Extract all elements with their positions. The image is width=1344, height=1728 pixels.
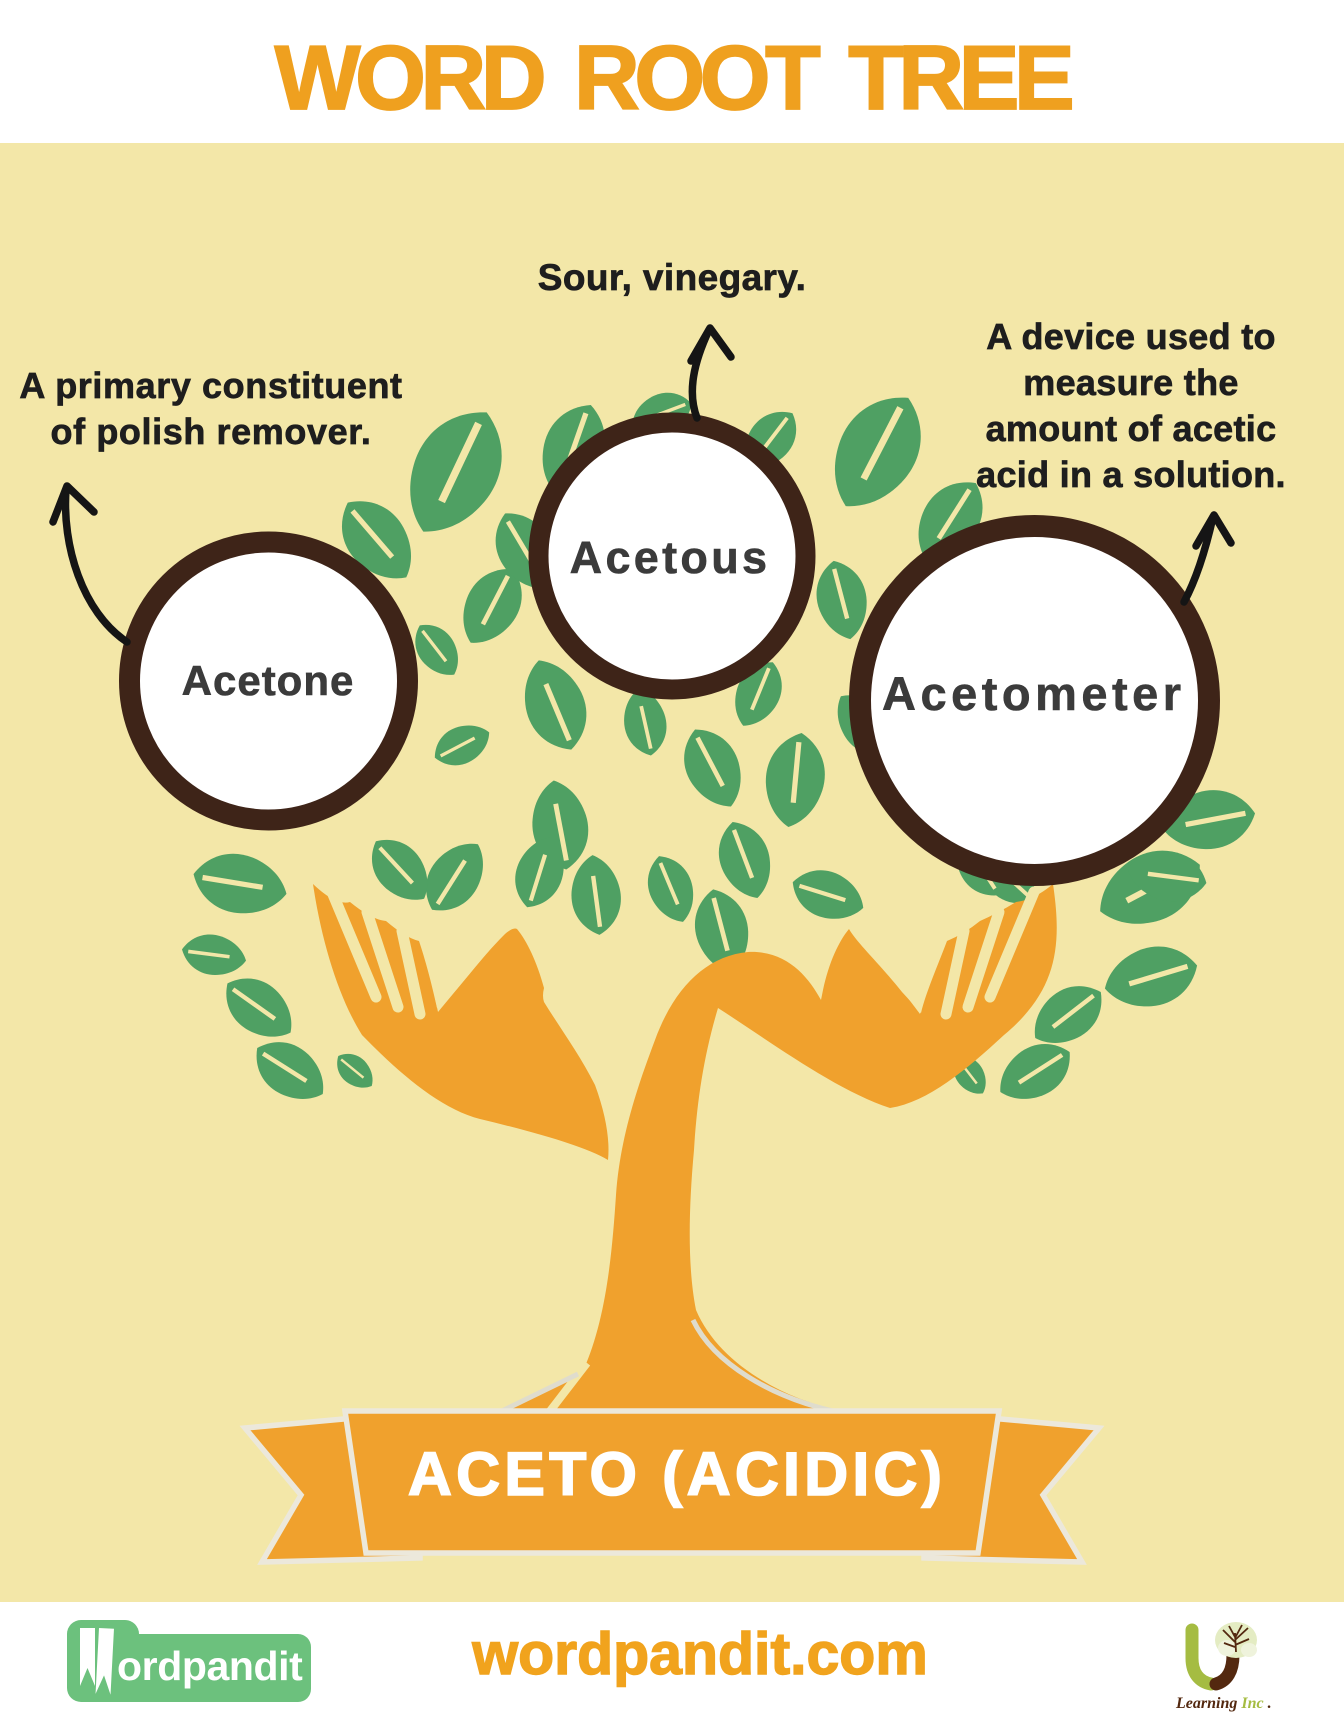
svg-text:ordpandit: ordpandit	[117, 1643, 303, 1689]
svg-text:ACETO (ACIDIC): ACETO (ACIDIC)	[408, 1440, 946, 1508]
svg-text:Learning Inc .: Learning Inc .	[1175, 1695, 1272, 1712]
